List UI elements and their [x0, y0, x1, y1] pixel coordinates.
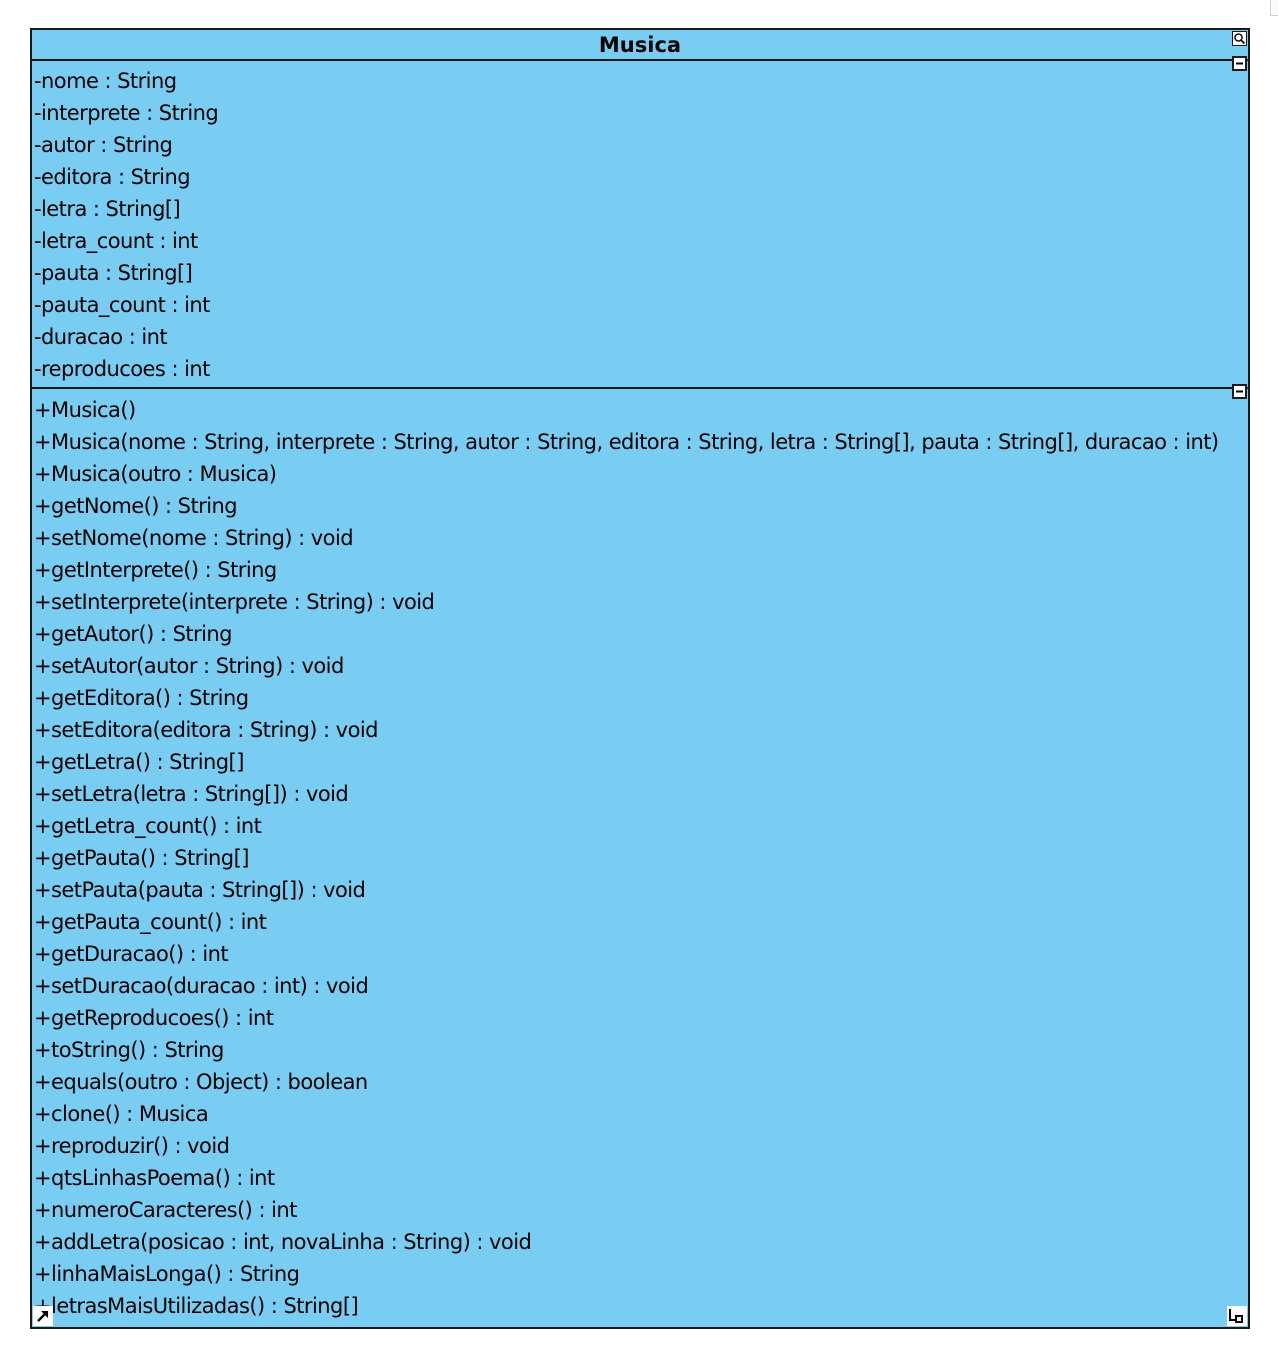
operation-row: +setEditora(editora : String) : void	[34, 718, 378, 742]
operation-row: +Musica()	[34, 398, 136, 422]
uml-class-box[interactable]: Musica -nome : String -interprete : Strin…	[30, 28, 1250, 1329]
operation-row: +getLetra() : String[]	[34, 750, 244, 774]
attribute-row: -letra : String[]	[34, 197, 181, 221]
class-name: Musica	[598, 33, 682, 57]
operation-row: +qtsLinhasPoema() : int	[34, 1166, 275, 1190]
class-header: Musica	[32, 30, 1248, 61]
operation-row: +getAutor() : String	[34, 622, 233, 646]
operation-row: +addLetra(posicao : int, novaLinha : Str…	[34, 1230, 532, 1254]
attribute-row: -letra_count : int	[34, 229, 198, 253]
operation-row: +getLetra_count() : int	[34, 814, 262, 838]
attribute-row: -pauta_count : int	[34, 293, 210, 317]
attribute-list: -nome : String -interprete : String -autor…	[34, 65, 1248, 385]
operation-row: +linhaMaisLonga() : String	[34, 1262, 300, 1286]
resize-icon[interactable]	[1227, 1306, 1247, 1326]
operation-row: +clone() : Musica	[34, 1102, 209, 1126]
operation-row: +getEditora() : String	[34, 686, 249, 710]
operation-row: +getNome() : String	[34, 494, 238, 518]
operation-row: +setLetra(letra : String[]) : void	[34, 782, 349, 806]
operation-row: +toString() : String	[34, 1038, 224, 1062]
attribute-row: -reproducoes : int	[34, 357, 210, 381]
operation-row: +setDuracao(duracao : int) : void	[34, 974, 369, 998]
attribute-row: -nome : String	[34, 69, 177, 93]
attribute-row: -pauta : String[]	[34, 261, 193, 285]
collapse-attributes-minus-icon[interactable]	[1232, 56, 1247, 71]
magnifier-icon[interactable]	[1232, 31, 1247, 46]
operation-row: +equals(outro : Object) : boolean	[34, 1070, 368, 1094]
operation-row: +getReproducoes() : int	[34, 1006, 274, 1030]
operation-row: +letrasMaisUtilizadas() : String[]	[34, 1294, 359, 1318]
attribute-row: -duracao : int	[34, 325, 168, 349]
operation-list: +Musica() +Musica(nome : String, interpre…	[34, 394, 1248, 1322]
operation-row: +Musica(outro : Musica)	[34, 462, 277, 486]
operation-row: +getInterprete() : String	[34, 558, 277, 582]
operation-row: +setAutor(autor : String) : void	[34, 654, 344, 678]
attributes-compartment: -nome : String -interprete : String -autor…	[32, 61, 1248, 389]
operation-row: +Musica(nome : String, interprete : Stri…	[34, 430, 1219, 454]
collapse-operations-minus-icon[interactable]	[1232, 384, 1247, 399]
operation-row: +getPauta() : String[]	[34, 846, 249, 870]
operation-row: +getDuracao() : int	[34, 942, 229, 966]
operation-row: +setNome(nome : String) : void	[34, 526, 354, 550]
page-corner	[1270, 0, 1278, 16]
attribute-row: -editora : String	[34, 165, 191, 189]
operation-row: +reproduzir() : void	[34, 1134, 230, 1158]
operation-row: +numeroCaracteres() : int	[34, 1198, 297, 1222]
operation-row: +getPauta_count() : int	[34, 910, 267, 934]
attribute-row: -interprete : String	[34, 101, 219, 125]
operation-row: +setInterprete(interprete : String) : vo…	[34, 590, 435, 614]
operation-row: +setPauta(pauta : String[]) : void	[34, 878, 366, 902]
operations-compartment: +Musica() +Musica(nome : String, interpre…	[32, 389, 1248, 1327]
attribute-row: -autor : String	[34, 133, 173, 157]
link-arrow-icon[interactable]	[33, 1306, 53, 1326]
